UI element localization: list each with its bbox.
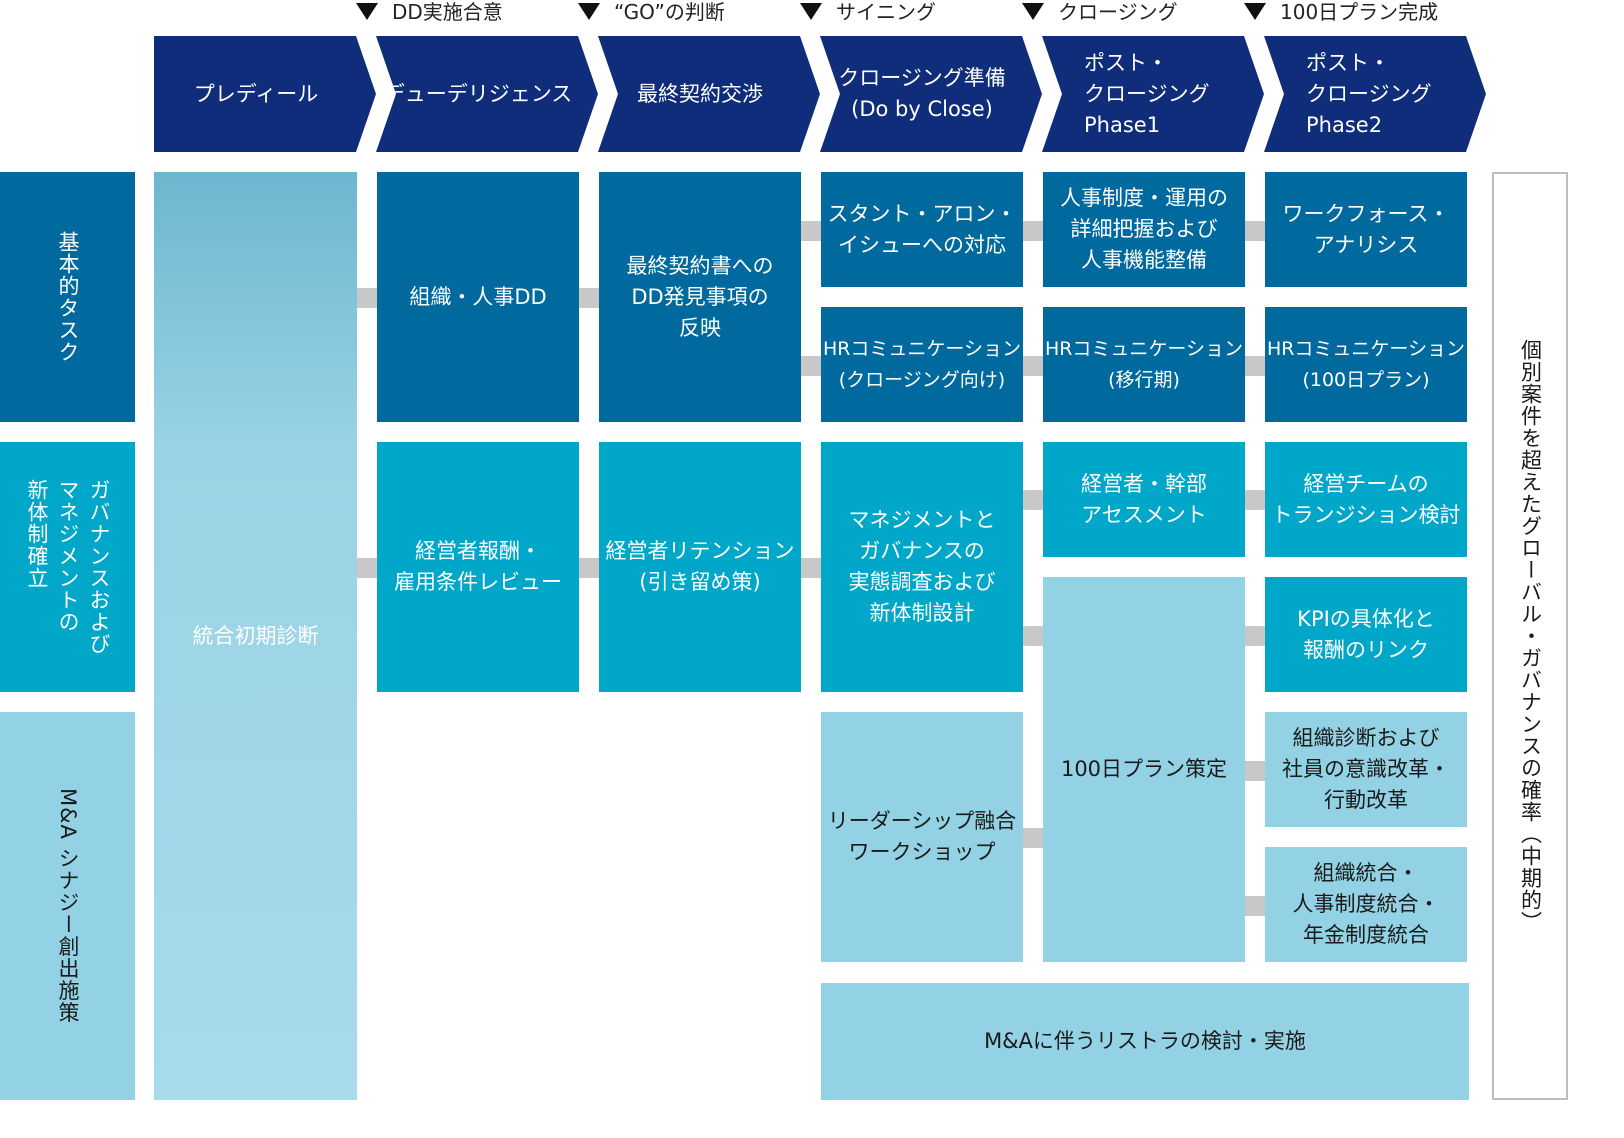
box-100day-plan: 100日プラン策定 (1043, 577, 1245, 962)
connector (801, 558, 821, 578)
initial-diagnosis-column: 統合初期診断 (154, 172, 357, 1100)
milestone-triangle-icon (800, 3, 822, 20)
connector (1023, 828, 1043, 848)
milestone-go-decision: “GO”の判断 (578, 0, 725, 24)
connector (801, 221, 821, 241)
box-mgmt-team-transition: 経営チームの トランジション検討 (1265, 442, 1467, 557)
box-final-contract-reflection: 最終契約書への DD発見事項の 反映 (599, 172, 801, 422)
connector (801, 356, 821, 376)
milestone-dd-agreement: DD実施合意 (356, 0, 503, 24)
box-exec-compensation-review: 経営者報酬・ 雇用条件レビュー (377, 442, 579, 692)
connector (1245, 490, 1265, 510)
connector (1245, 221, 1265, 241)
box-hr-comm-100day: HRコミュニケーション (100日プラン) (1265, 307, 1467, 422)
connector (1245, 761, 1265, 781)
row-label-governance: ガバナンスおよび マネジメントの 新体制確立 (0, 442, 135, 692)
box-workforce-analysis: ワークフォース・ アナリシス (1265, 172, 1467, 287)
milestone-triangle-icon (578, 3, 600, 20)
box-hr-comm-transition: HRコミュニケーション (移行期) (1043, 307, 1245, 422)
box-hr-comm-closing: HRコミュニケーション (クロージング向け) (821, 307, 1023, 422)
phase-final-negotiation: 最終契約交渉 (598, 36, 820, 152)
connector (579, 558, 599, 578)
box-org-integration: 組織統合・ 人事制度統合・ 年金制度統合 (1265, 847, 1467, 962)
connector (357, 558, 377, 578)
milestone-signing: サイニング (800, 0, 936, 24)
connector (1023, 490, 1043, 510)
box-leadership-workshop: リーダーシップ融合 ワークショップ (821, 712, 1023, 962)
milestone-triangle-icon (356, 3, 378, 20)
phase-closing-prep: クロージング準備 (Do by Close) (820, 36, 1042, 152)
row-label-synergy: M&A シナジー創出施策 (0, 712, 135, 1100)
milestone-triangle-icon (1022, 3, 1044, 20)
box-org-hr-dd: 組織・人事DD (377, 172, 579, 422)
box-org-diagnosis: 組織診断および 社員の意識改革・ 行動改革 (1265, 712, 1467, 827)
connector (357, 288, 377, 308)
phase-post-closing-2: ポスト・ クロージング Phase2 (1264, 36, 1486, 152)
phase-due-diligence: デューデリジェンス (376, 36, 598, 152)
connector (1245, 356, 1265, 376)
box-restructuring: M&Aに伴うリストラの検討・実施 (821, 983, 1469, 1100)
connector (579, 288, 599, 308)
box-mgmt-governance-design: マネジメントと ガバナンスの 実態調査および 新体制設計 (821, 442, 1023, 692)
phase-post-closing-1: ポスト・ クロージング Phase1 (1042, 36, 1264, 152)
box-exec-retention: 経営者リテンション (引き留め策) (599, 442, 801, 692)
box-standalone-issues: スタント・アロン・ イシューへの対応 (821, 172, 1023, 287)
milestone-closing: クロージング (1022, 0, 1178, 24)
global-governance-frame: 個別案件を超えたグローバル・ガバナンスの確率（中期的） (1492, 172, 1568, 1100)
row-label-basic-tasks: 基本的タスク (0, 172, 135, 422)
connector (1023, 221, 1043, 241)
milestone-100day-complete: 100日プラン完成 (1244, 0, 1438, 24)
phase-pre-deal: プレディール (154, 36, 376, 152)
connector (1023, 356, 1043, 376)
box-exec-assessment: 経営者・幹部 アセスメント (1043, 442, 1245, 557)
connector (1245, 896, 1265, 916)
connector (1023, 626, 1043, 646)
box-hr-system-detail: 人事制度・運用の 詳細把握および 人事機能整備 (1043, 172, 1245, 287)
box-kpi-compensation-link: KPIの具体化と 報酬のリンク (1265, 577, 1467, 692)
milestone-triangle-icon (1244, 3, 1266, 20)
connector (1245, 626, 1265, 646)
